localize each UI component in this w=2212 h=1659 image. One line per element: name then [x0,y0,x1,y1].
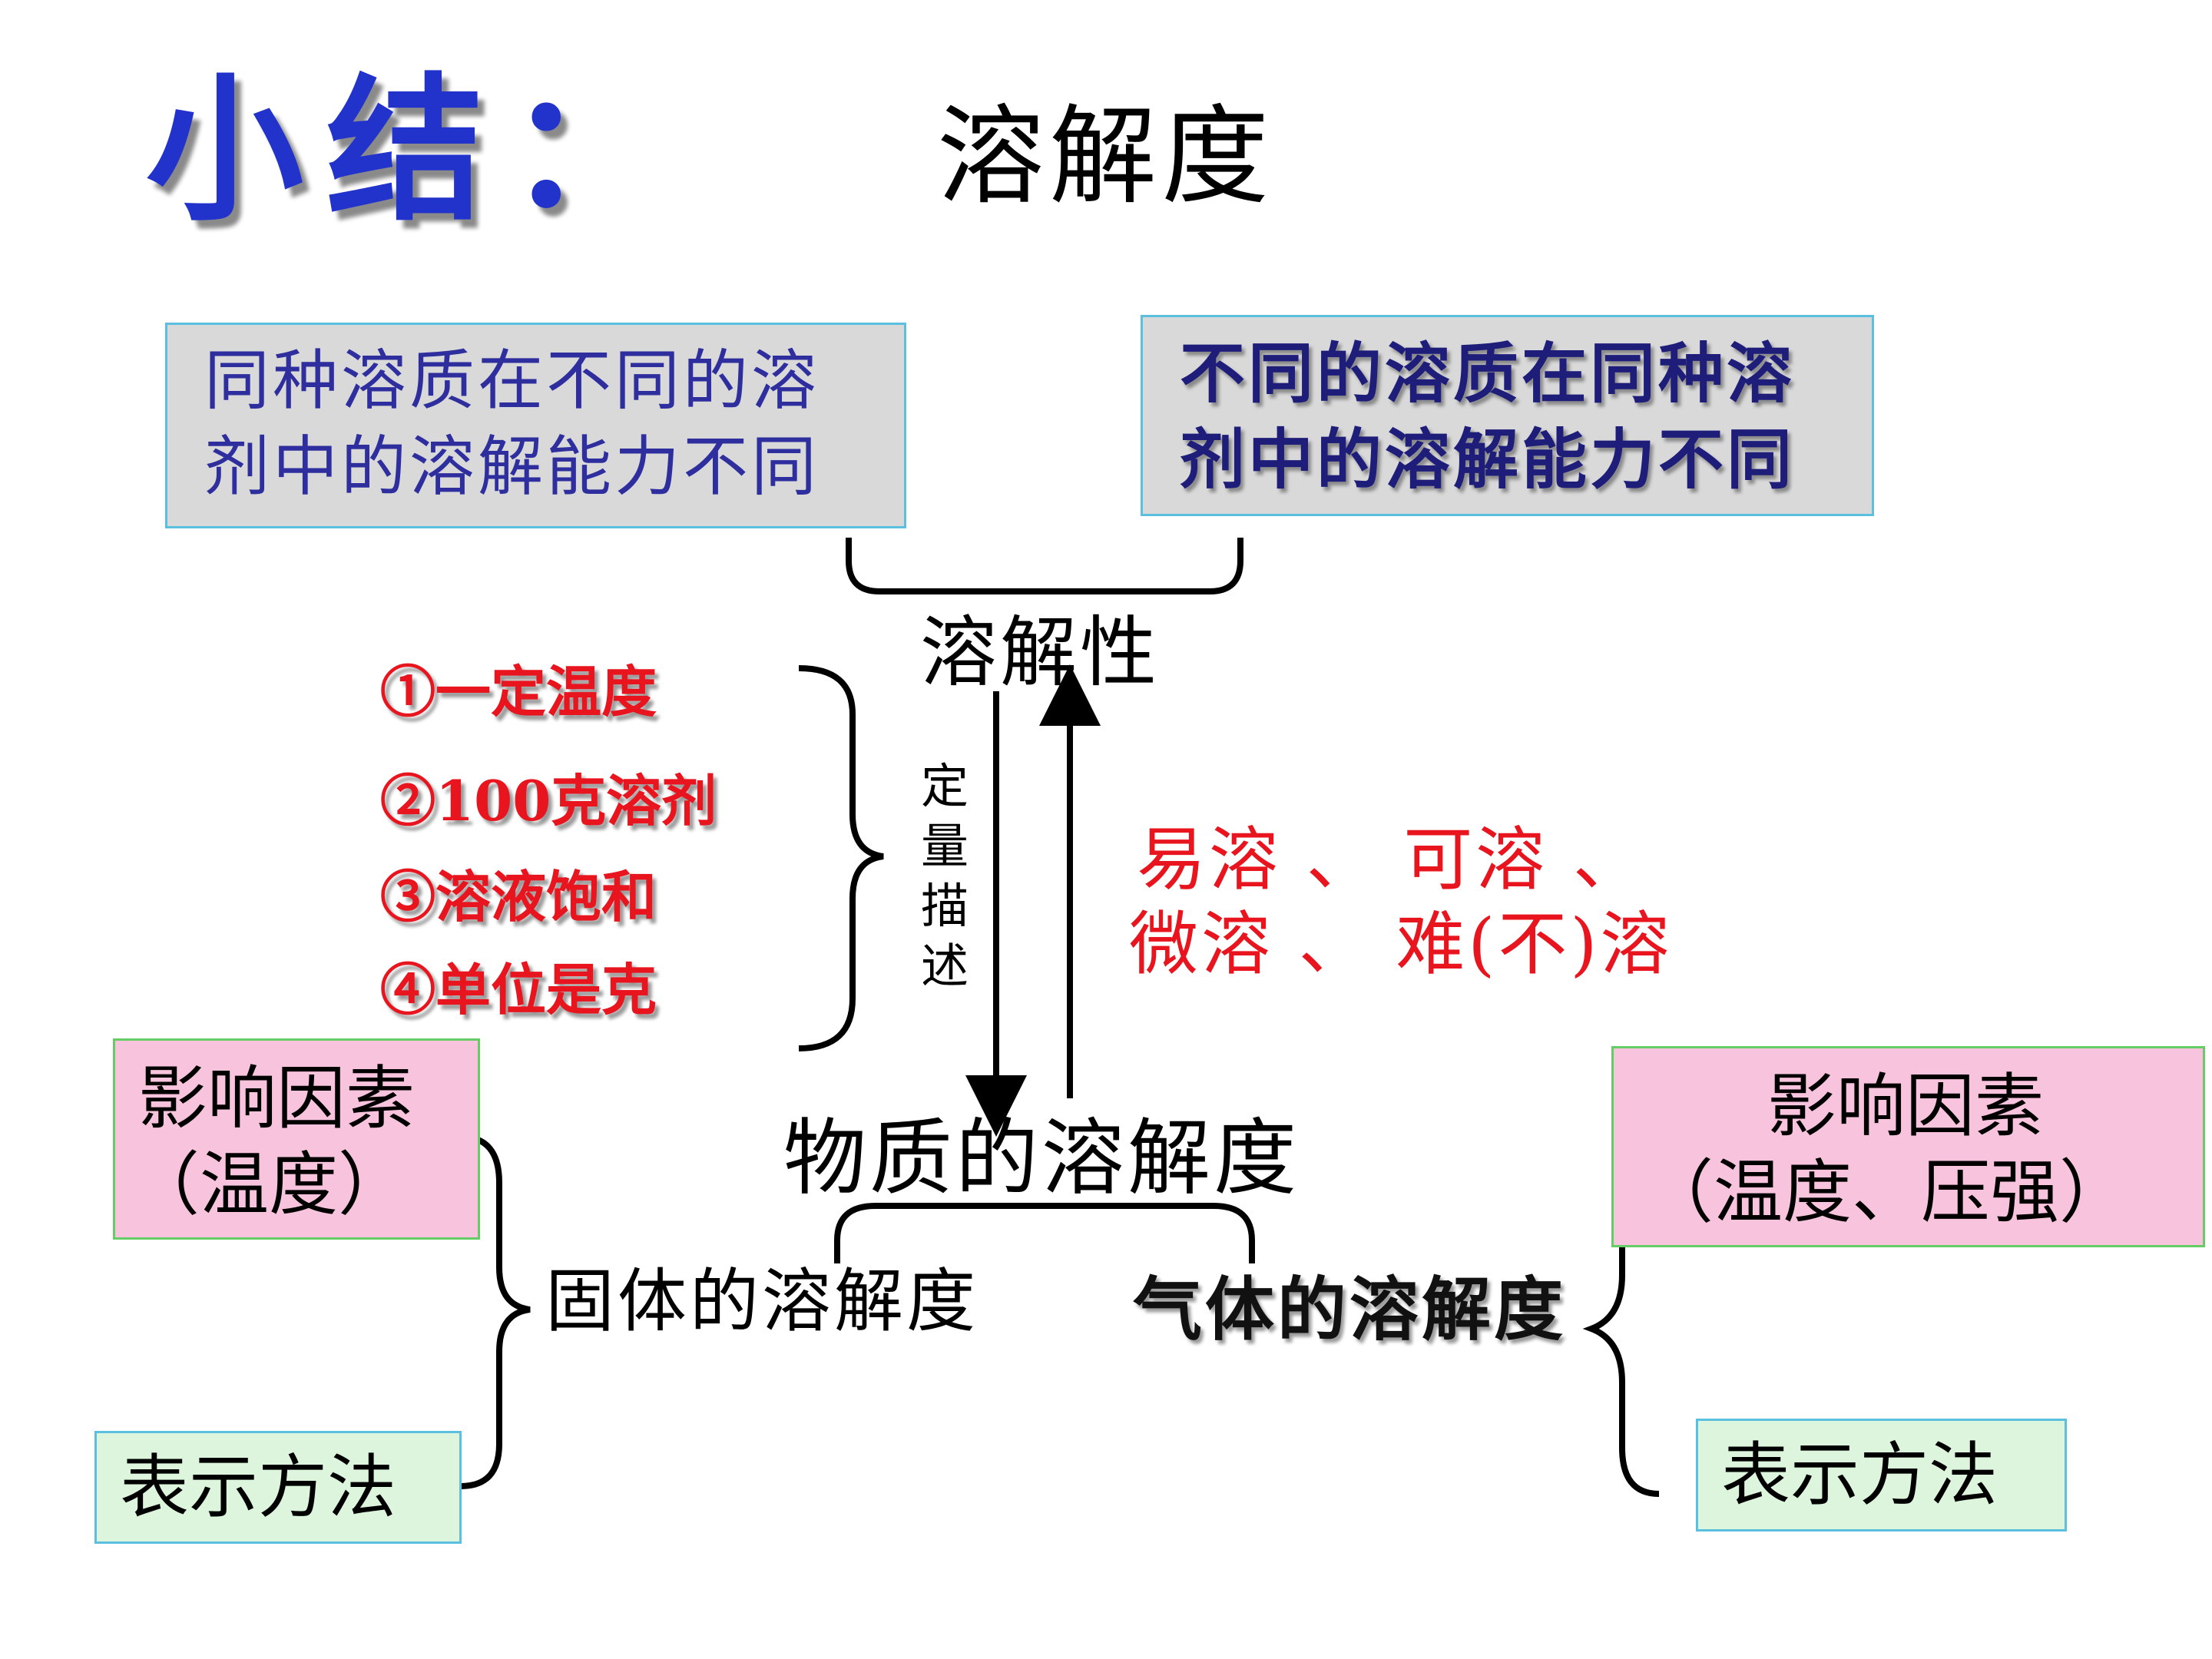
slide-subtitle: 溶解度 [937,94,1274,220]
solubility-node: 溶解性 [920,608,1160,697]
slide-title: 小结： [146,60,687,243]
top-bracket [846,538,1243,594]
right-method-label: 表示方法 [1721,1434,1998,1515]
right-factors-box: 影响因素 （温度、压强） [1611,1046,2205,1247]
left-factors-title: 影响因素 [138,1058,415,1139]
top-right-box: 不同的溶质在同种溶剂中的溶解能力不同 [1141,315,1874,516]
left-factors-detail: （温度） [131,1144,407,1225]
substance-solubility-node: 物质的溶解度 [783,1111,1300,1207]
left-method-box: 表示方法 [94,1431,462,1544]
bottom-bracket [834,1203,1255,1263]
left-method-label: 表示方法 [120,1446,396,1528]
gas-solubility-node: 气体的溶解度 [1133,1269,1566,1350]
condition-2: ②100克溶剂 [380,768,717,833]
conditions-brace [798,665,884,1051]
left-factors-box: 影响因素 （温度） [113,1038,480,1240]
solubility-levels-line2: 微溶 、 难(不)溶 [1129,904,1673,985]
right-method-box: 表示方法 [1696,1419,2067,1532]
right-factors-title: 影响因素 [1767,1066,2044,1147]
condition-1: ①一定温度 [380,659,657,724]
quantitative-label: 定量描述 [920,758,969,994]
top-left-box: 同种溶质在不同的溶剂中的溶解能力不同 [165,323,906,528]
right-factors-detail: （温度、压强） [1644,1152,2128,1233]
solid-solubility-node: 固体的溶解度 [545,1261,979,1342]
left-brace [460,1134,531,1489]
condition-3: ③溶液饱和 [380,864,657,929]
condition-4: ④单位是克 [380,957,657,1022]
solubility-levels-line1: 易溶 、 可溶 、 [1137,820,1645,900]
